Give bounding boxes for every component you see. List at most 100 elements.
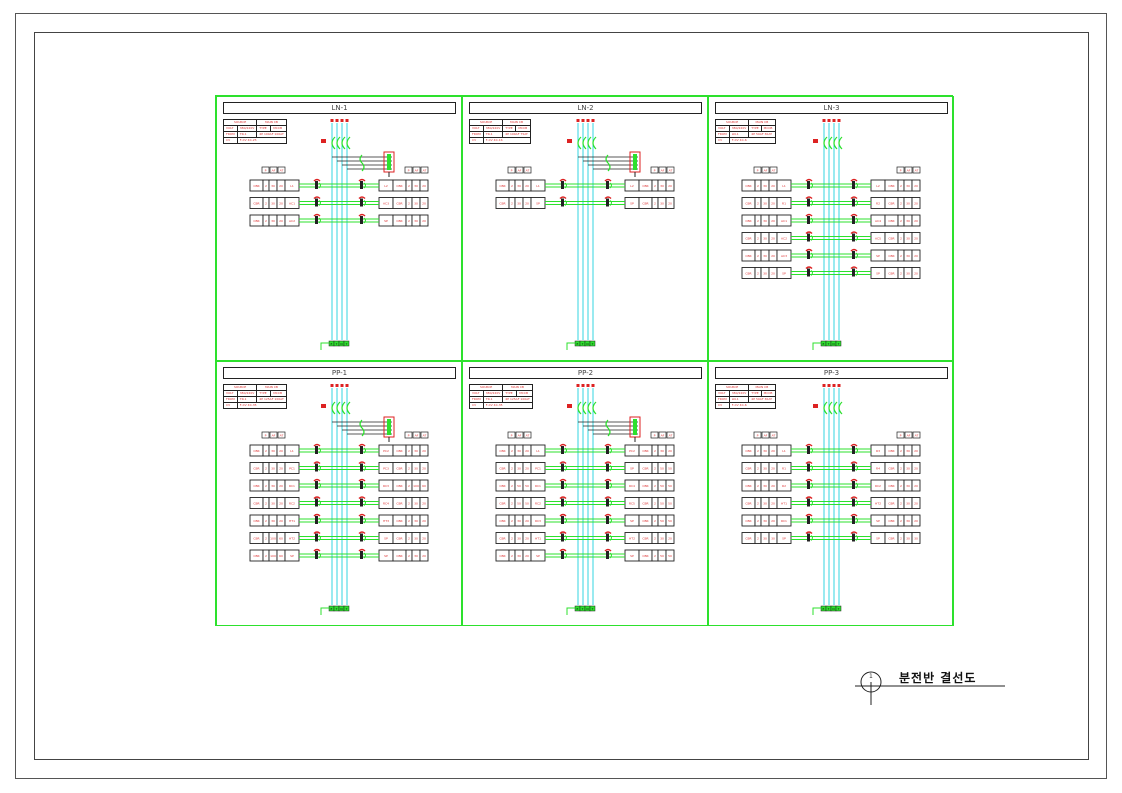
feeder-cell-text: 20 (914, 202, 918, 206)
feeder-cell-left (284, 179, 300, 192)
feeder-cell-text: CBR (642, 467, 648, 471)
bus-terminal-icon (581, 384, 585, 387)
feeder-cell-right (911, 462, 921, 474)
feeder-cell-right (911, 232, 921, 244)
branch-breaker-body-icon (360, 198, 363, 207)
branch-breaker-arc-icon (609, 465, 612, 471)
feeder-cell-text: 20 (422, 467, 426, 471)
branch-breaker-arc-icon (609, 447, 612, 454)
column-header-cell (761, 431, 770, 439)
feeder-cell-text: 20 (279, 449, 283, 453)
feeder-cell-text: CBR (642, 537, 648, 541)
feeder-cell-text: R4 (876, 467, 880, 471)
ground-lead-icon (812, 607, 821, 615)
feeder-cell-text: 2 (408, 537, 410, 541)
feeder-cell-right (665, 444, 675, 457)
feeder-cell-text: PC1 (535, 467, 541, 471)
feeder-cell-text: CBR (396, 449, 402, 453)
branch-breaker-icon (313, 178, 321, 182)
feeder-cell-text: CBR (888, 202, 894, 206)
branch-breaker-icon (805, 443, 813, 447)
feeder-cell-left (776, 214, 792, 227)
ct-icon (359, 419, 365, 437)
feeder-cell-text: R2 (782, 484, 786, 488)
branch-breaker-arc-icon (810, 217, 813, 224)
feeder-cell-text: 30 (517, 202, 521, 206)
bus-terminal-icon (827, 119, 831, 122)
branch-breaker-arc-icon (318, 182, 321, 189)
feeder-cell-text: 30 (906, 237, 910, 241)
branch-breaker-icon (805, 531, 813, 535)
branch-breaker-body-icon (852, 181, 855, 189)
feeder-cell-text: RC2 (289, 502, 295, 506)
branch-breaker-body-icon (360, 481, 363, 489)
feeder-cell-text: 20 (771, 519, 775, 523)
ground-terminal-label: T (837, 607, 840, 611)
feeder-cell-text: 20 (422, 502, 426, 506)
main-breaker-pole-icon (341, 401, 346, 415)
branch-breaker-icon (559, 178, 567, 182)
branch-breaker-icon (850, 443, 858, 447)
feeder-cell-text: SP (630, 467, 634, 471)
column-header-cell (507, 166, 516, 174)
bus-terminal-icon (576, 384, 580, 387)
branch-breaker-icon (850, 461, 858, 465)
feeder-cell-text: 2 (757, 449, 759, 453)
column-header-right: AT (915, 169, 919, 173)
column-header-cell (753, 431, 762, 439)
feeder-cell-text: CBR (642, 484, 648, 488)
bus-terminal-icon (837, 384, 841, 387)
bus-terminal-icon (330, 119, 334, 122)
feeder-cell-left (530, 549, 546, 562)
branch-breaker-arc-icon (363, 552, 366, 559)
branch-breaker-icon (850, 178, 858, 182)
branch-breaker-icon (850, 531, 858, 535)
column-header-left: P (265, 434, 267, 438)
ground-terminal-label: T (591, 342, 594, 346)
bus-terminal-icon (345, 384, 349, 387)
branch-breaker-body-icon (606, 516, 609, 524)
column-header-left: AT (280, 434, 284, 438)
feeder-cell-text: CBR (888, 502, 894, 506)
bus-terminal-icon (832, 119, 836, 122)
column-header-right: AT (423, 169, 427, 173)
feeder-cell-right (419, 549, 429, 562)
main-breaker-pole-icon (336, 401, 341, 415)
branch-breaker-icon (358, 548, 366, 552)
feeder-cell-left (284, 514, 300, 527)
feeder-cell-text: 20 (279, 184, 283, 188)
branch-breaker-body-icon (852, 233, 855, 242)
feeder-cell-text: CBR (396, 537, 402, 541)
column-header-cell (650, 431, 659, 439)
column-header-cell (277, 166, 286, 174)
feeder-cell-text: 20 (422, 554, 426, 558)
branch-breaker-icon (358, 196, 366, 200)
feeder-cell-text: 2 (511, 502, 513, 506)
feeder-cell-text: SP (876, 537, 880, 541)
branch-breaker-icon (604, 513, 612, 517)
branch-breaker-icon (805, 266, 813, 270)
feeder-cell-text: 2 (654, 202, 656, 206)
panel-title: PP-1 (223, 367, 456, 379)
feeder-cell-text: 30 (906, 502, 910, 506)
feeder-cell-text: CBR (499, 467, 505, 471)
panel-title: LN-3 (715, 102, 948, 114)
feeder-cell-text: 20 (914, 449, 918, 453)
branch-breaker-body-icon (360, 446, 363, 454)
feeder-cell-text: 30 (763, 237, 767, 241)
feeder-cell-text: 60 (279, 554, 283, 558)
feeder-cell-text: 2 (654, 519, 656, 523)
feeder-cell-text: 50 (668, 554, 672, 558)
branch-breaker-arc-icon (855, 517, 858, 524)
feeder-cell-text: 2 (408, 449, 410, 453)
caption-symbol-icon (855, 671, 1005, 705)
feeder-cell-text: 2 (654, 554, 656, 558)
branch-breaker-body-icon (807, 198, 810, 207)
feeder-cell-text: SP (536, 202, 540, 206)
ground-terminal-label: E (577, 342, 579, 346)
feeder-cell-text: 30 (763, 502, 767, 506)
